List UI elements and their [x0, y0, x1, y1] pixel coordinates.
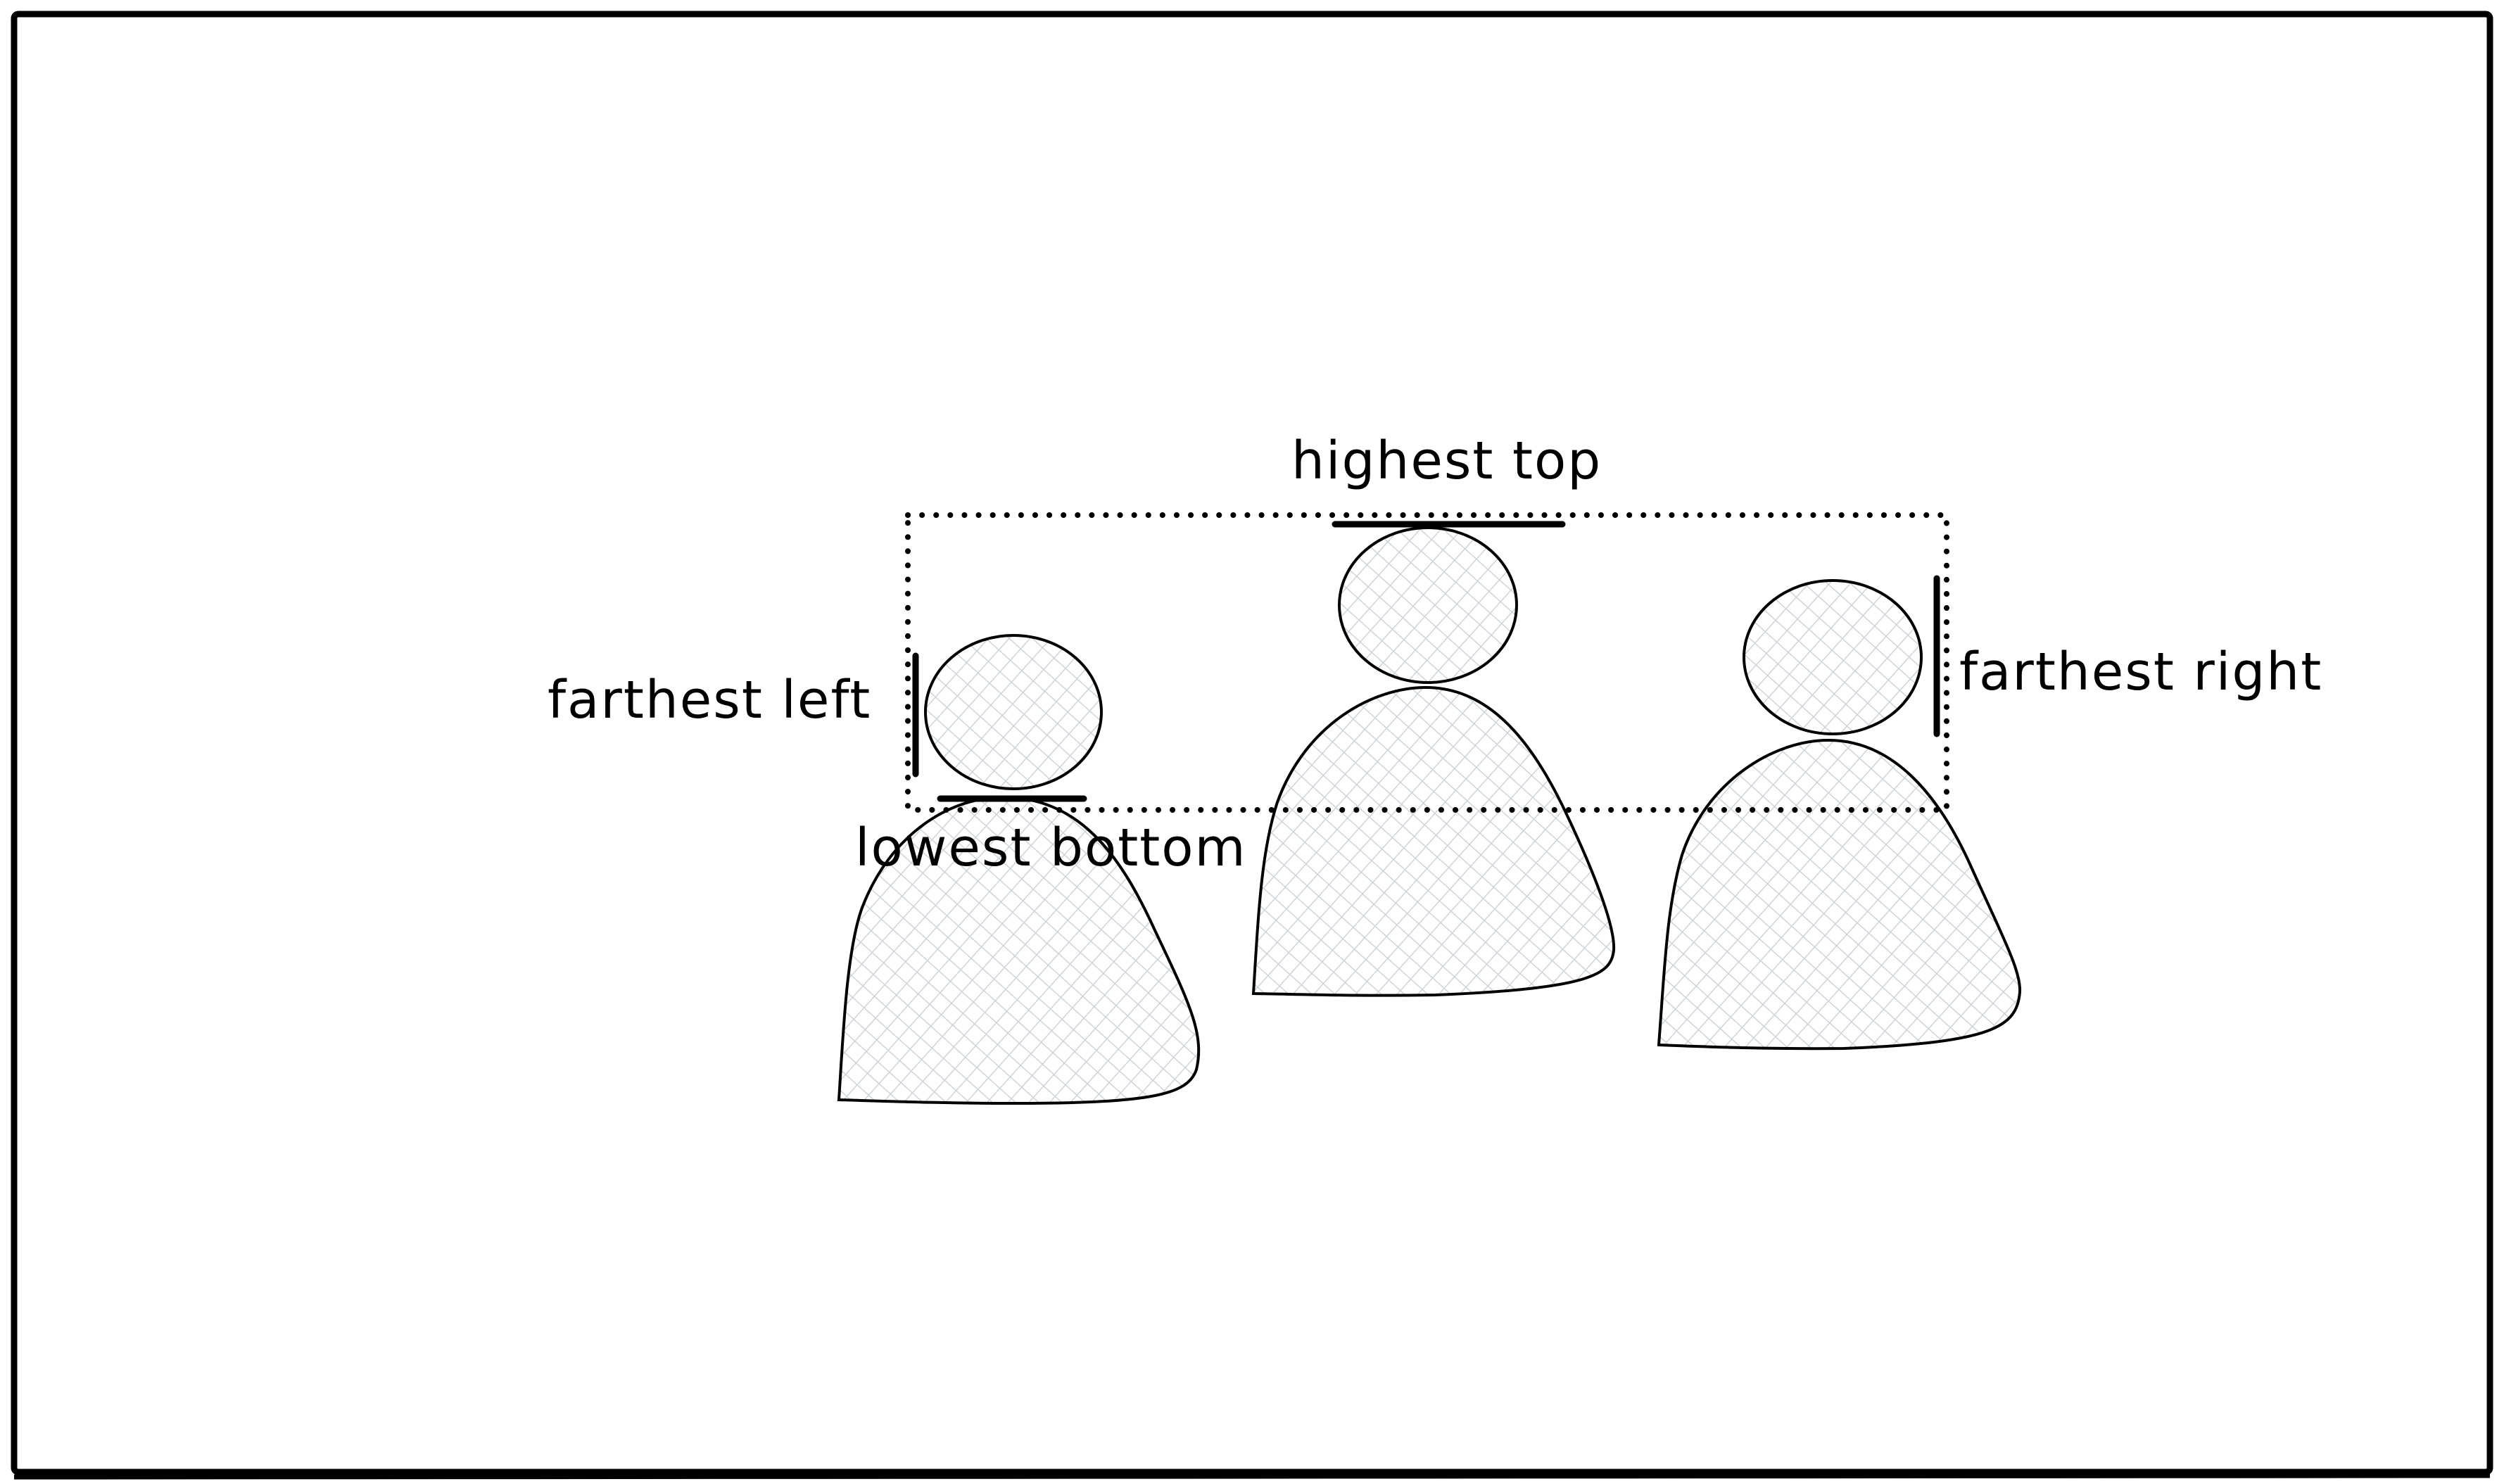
outer-frame-bottom-stroke — [13, 1473, 2491, 1480]
person-left-body[interactable] — [837, 795, 1201, 1105]
outer-frame — [11, 11, 2493, 1476]
person-right-head[interactable] — [1743, 579, 1923, 735]
person-center-body[interactable] — [1251, 685, 1616, 997]
label-farthest-left: farthest left — [548, 670, 871, 730]
label-highest-top: highest top — [1291, 431, 1602, 491]
person-left-head[interactable] — [924, 634, 1103, 790]
label-lowest-bottom: lowest bottom — [855, 818, 1247, 878]
person-center[interactable] — [1251, 526, 1616, 997]
person-right[interactable] — [1657, 579, 2022, 1051]
person-center-head[interactable] — [1338, 526, 1518, 684]
person-right-body[interactable] — [1657, 738, 2022, 1051]
label-farthest-right: farthest right — [1959, 642, 2322, 702]
person-left[interactable] — [837, 634, 1201, 1105]
selection-bounding-box — [905, 512, 1949, 813]
